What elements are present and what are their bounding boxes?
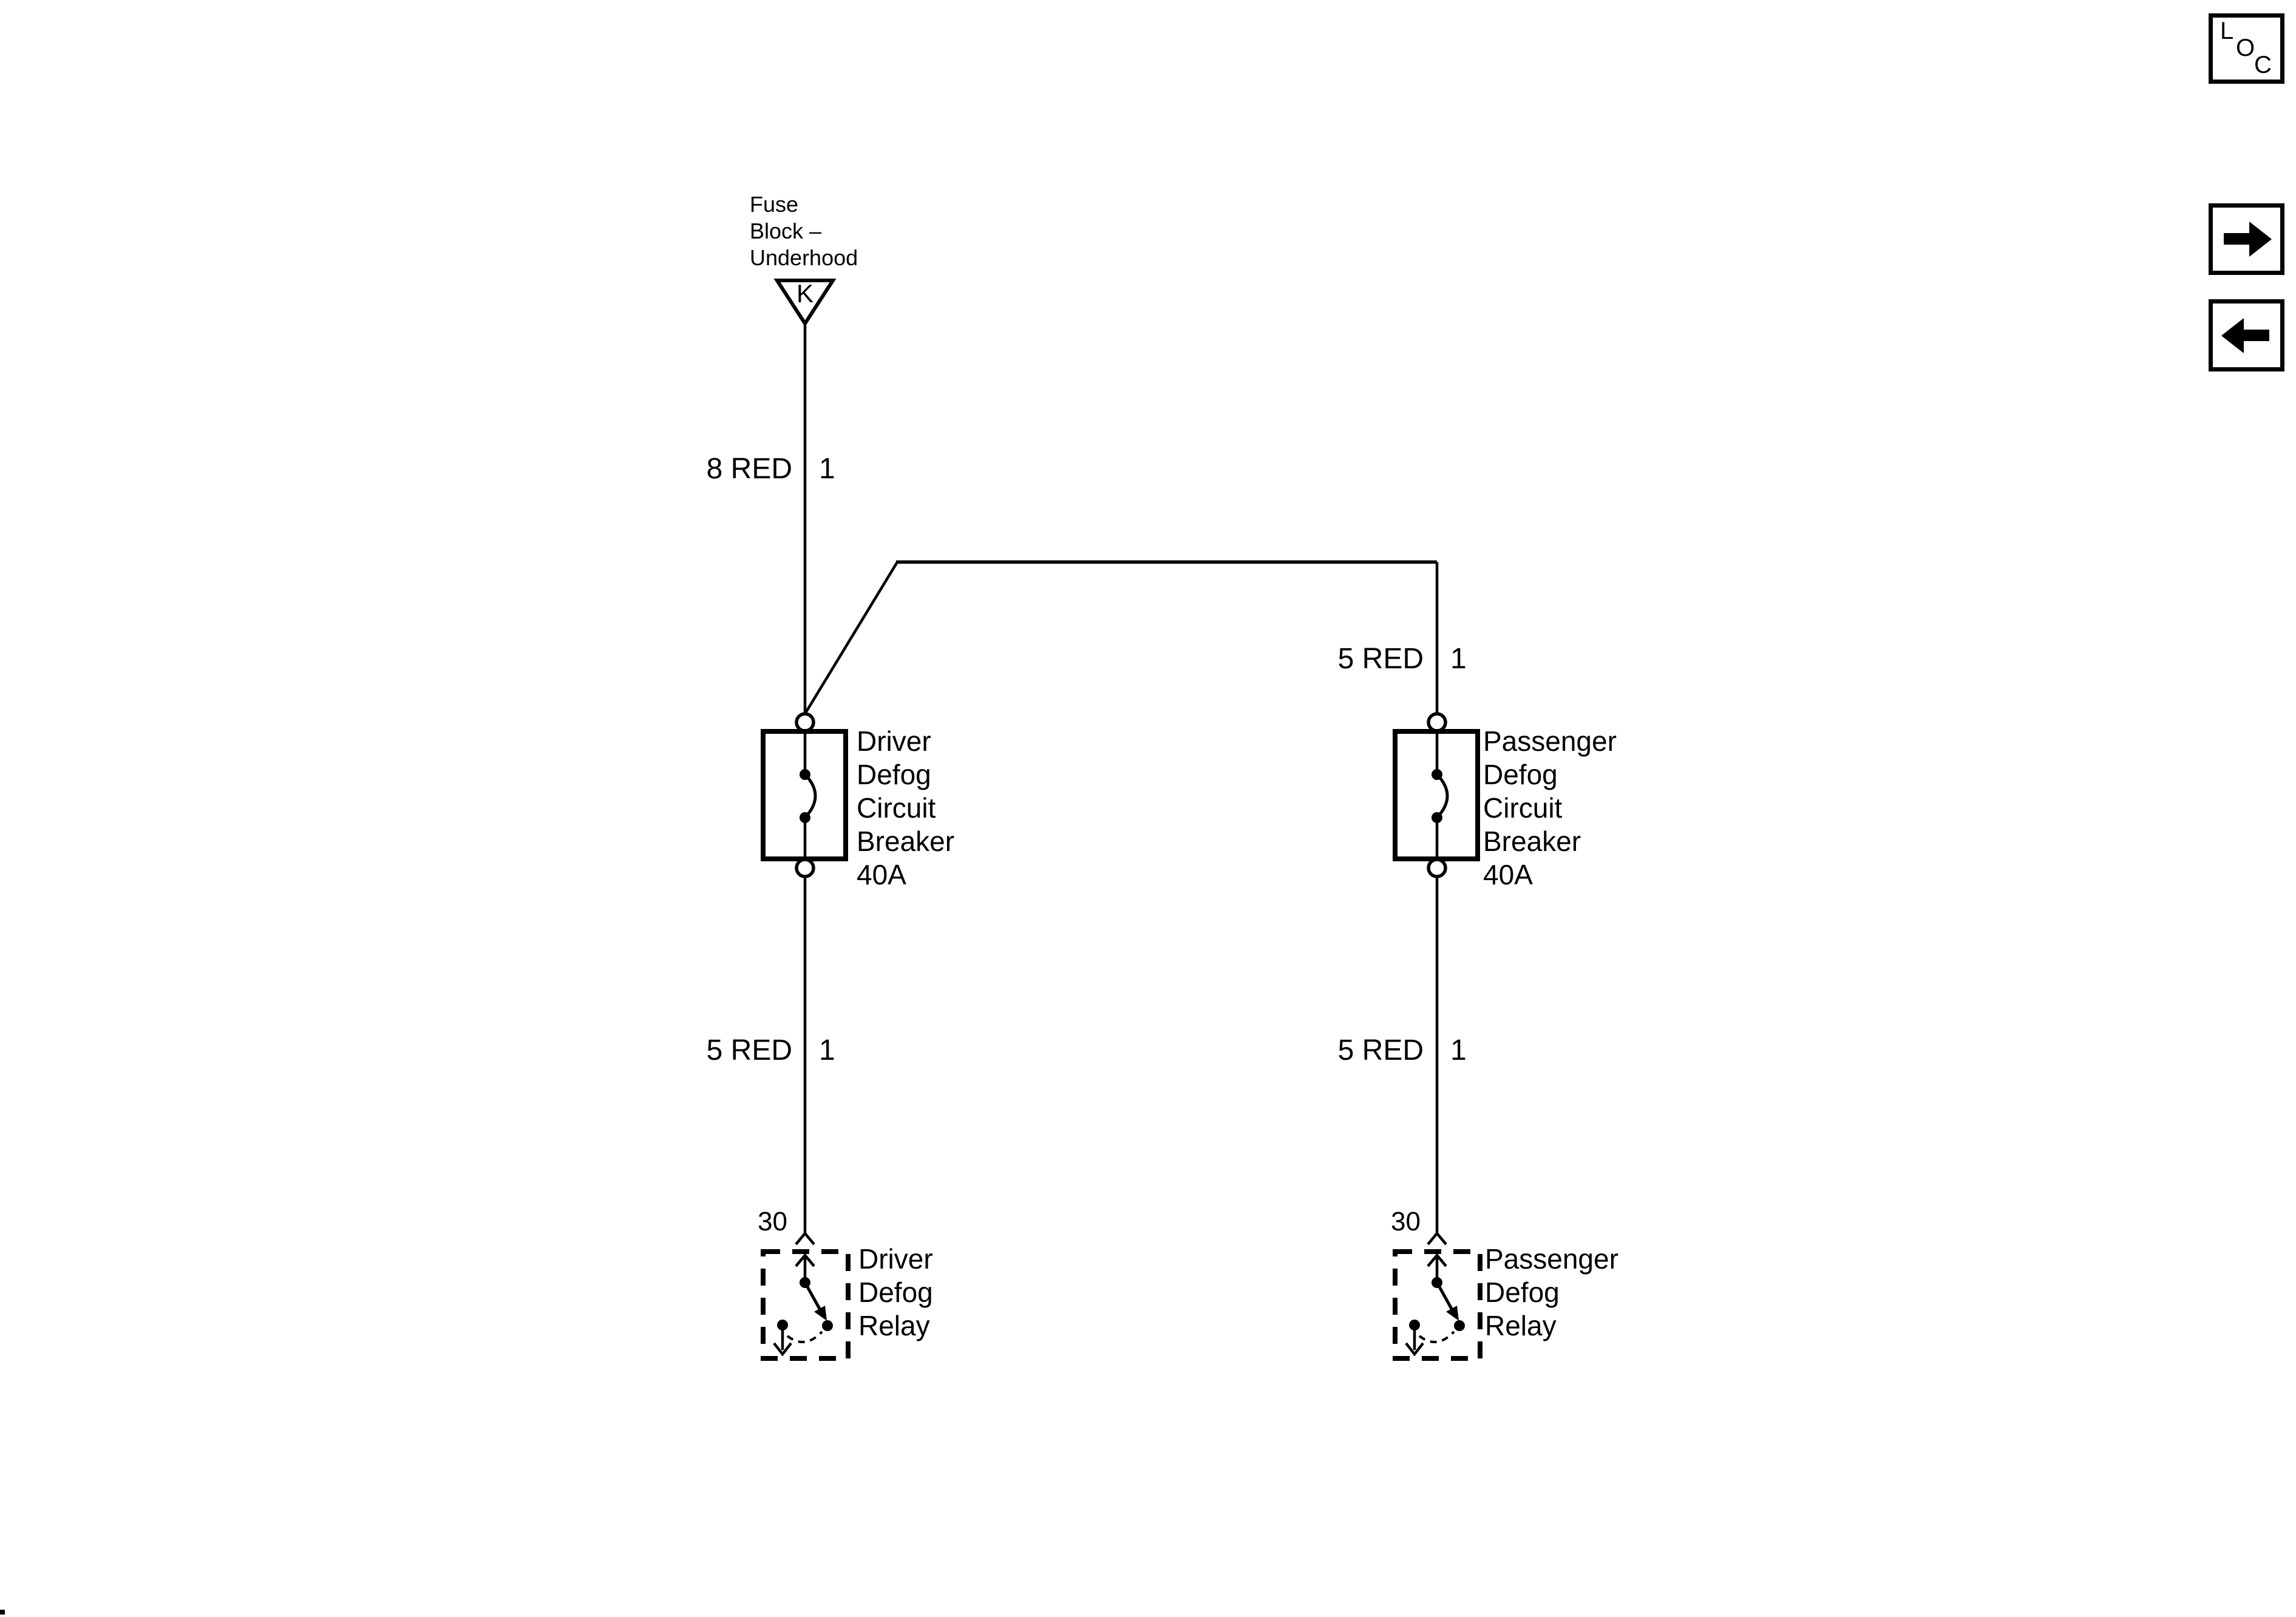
- next-page-button[interactable]: [2209, 203, 2284, 275]
- arrow-left-icon: [2221, 318, 2269, 353]
- wire-splice-diagonal: [804, 561, 898, 715]
- relay-dashed-box: [761, 1249, 851, 1361]
- wire-circuit-number: 1: [1450, 643, 1467, 675]
- wire-gauge-label: 8 RED: [706, 453, 792, 485]
- breaker-element-arc: [1436, 773, 1449, 819]
- terminal-circle: [795, 858, 815, 878]
- breaker-element-arc: [804, 773, 817, 819]
- arrow-right-icon: [2224, 222, 2272, 257]
- wire-circuit-number: 1: [819, 453, 835, 485]
- terminal-circle: [1427, 712, 1447, 733]
- driver-relay-symbol: [761, 1249, 851, 1361]
- loc-letter-c: C: [2254, 52, 2272, 78]
- loc-letter-l: L: [2220, 18, 2234, 44]
- relay-armature-arrowhead: [814, 1306, 827, 1321]
- wire-circuit-number: 1: [1450, 1034, 1467, 1066]
- wire-circuit-number: 1: [819, 1034, 835, 1066]
- scan-artifact-dot: [0, 1610, 5, 1615]
- relay-terminal-30-label: 30: [1391, 1207, 1421, 1236]
- relay-contact-arrow-down: [1405, 1342, 1424, 1357]
- relay-dashed-box: [1393, 1249, 1483, 1361]
- relay-terminal-30-label: 30: [758, 1207, 787, 1236]
- wire-gauge-label: 5 RED: [1337, 1034, 1424, 1066]
- grid-connector-letter: K: [796, 279, 813, 308]
- driver-circuit-breaker-symbol: [761, 712, 848, 878]
- relay-throw-dashed-arc: [786, 1331, 823, 1343]
- relay-armature-arrowhead: [1446, 1306, 1459, 1321]
- fuse-block-label: Fuse Block – Underhood: [750, 192, 858, 270]
- driver-breaker-label: Driver Defog Circuit Breaker 40A: [857, 725, 955, 890]
- connector-fork-driver: [795, 1231, 815, 1246]
- passenger-circuit-breaker-symbol: [1393, 712, 1480, 878]
- loc-button[interactable]: L O C: [2209, 13, 2284, 84]
- terminal-circle: [795, 712, 815, 733]
- loc-letter-o: O: [2236, 35, 2255, 61]
- previous-page-button[interactable]: [2209, 299, 2284, 371]
- wire-gauge-label: 5 RED: [706, 1034, 792, 1066]
- driver-relay-label: Driver Defog Relay: [858, 1243, 933, 1341]
- relay-terminal-arrow-head: [1427, 1253, 1447, 1267]
- relay-contact-arrow-down: [773, 1342, 792, 1357]
- passenger-relay-label: Passenger Defog Relay: [1485, 1243, 1618, 1341]
- connector-fork-passenger: [1427, 1231, 1447, 1246]
- wire-gauge-label: 5 RED: [1337, 643, 1424, 675]
- terminal-circle: [1427, 858, 1447, 878]
- passenger-breaker-label: Passenger Defog Circuit Breaker 40A: [1483, 725, 1617, 890]
- passenger-relay-symbol: [1393, 1249, 1483, 1361]
- relay-armature: [803, 1281, 822, 1311]
- fuse-block-connector-triangle: [773, 279, 837, 327]
- relay-terminal-arrow-head: [795, 1253, 815, 1267]
- relay-throw-dashed-arc: [1418, 1331, 1455, 1343]
